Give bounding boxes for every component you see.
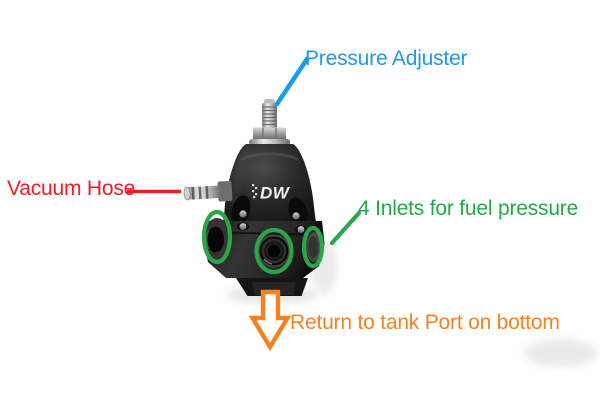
barb-tip — [183, 186, 191, 201]
dome-left-highlight — [231, 147, 252, 203]
inlets-line — [329, 210, 362, 246]
adjuster-screw — [262, 99, 277, 132]
pressure-adjuster-label: Pressure Adjuster — [305, 47, 468, 70]
dw-logo: DW — [252, 184, 291, 203]
vacuum-barb — [183, 180, 233, 202]
body-block — [203, 218, 325, 278]
inlets-label: 4 Inlets for fuel pressure — [358, 197, 579, 220]
inlet-circle-center — [254, 227, 294, 275]
dw-logo-text: DW — [260, 184, 291, 203]
return-port-label: Return to tank Port on bottom — [290, 311, 560, 334]
screw-threads — [263, 106, 276, 129]
vacuum-hose-label: Vacuum Hose — [7, 177, 136, 200]
regulator-image: DW — [183, 99, 325, 296]
inlet-circle-right — [301, 225, 325, 269]
barb-ridges — [191, 186, 209, 200]
flange-screw-right — [297, 226, 305, 233]
dw-logo-flag — [252, 184, 258, 199]
cap-screw-left — [239, 210, 247, 218]
inlet-port-left — [203, 218, 231, 260]
dome-pocket-right — [288, 197, 308, 227]
flange-screw-left — [239, 223, 247, 230]
locknut-hex — [253, 127, 286, 141]
dome-cap — [222, 144, 317, 227]
locknut-facets — [262, 128, 277, 140]
inlet-port-center — [257, 234, 291, 268]
background-smudge — [524, 339, 598, 367]
dome-pocket-left — [231, 195, 251, 225]
return-arrow — [248, 289, 292, 352]
cap-screw-right — [292, 212, 300, 220]
barb-shaft — [185, 185, 222, 200]
inlet-circle-left — [201, 209, 233, 265]
annotation-shapes — [127, 56, 362, 352]
barb-collar — [217, 180, 233, 202]
pressure-adjuster-line — [274, 56, 310, 107]
washer-top — [249, 139, 290, 146]
inlet-port-right — [306, 232, 322, 262]
